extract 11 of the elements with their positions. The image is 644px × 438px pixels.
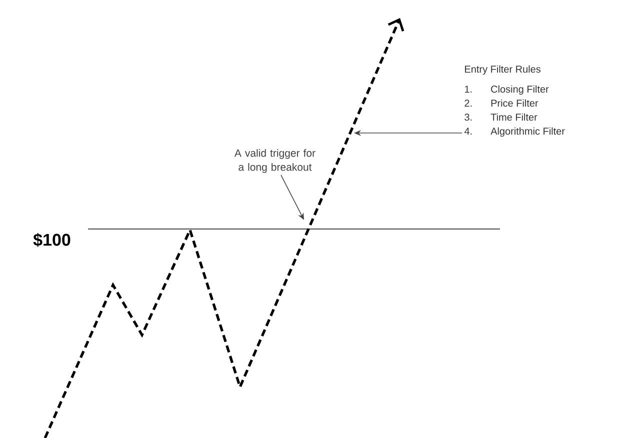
list-heading: Entry Filter Rules (465, 65, 541, 75)
callout-text: A valid trigger for a long breakout (234, 149, 316, 173)
price-level-label: $100 (33, 233, 70, 247)
list-item: Closing Filter (491, 85, 549, 95)
list-item: Price Filter (491, 99, 538, 107)
list-item: Algorithmic Filter (490, 127, 565, 137)
list-number: 2. (464, 100, 472, 107)
list-number: 3. (464, 114, 472, 121)
list-number: 1. (464, 86, 472, 93)
list-item: Time Filter (490, 113, 538, 121)
list-number: 4. (464, 128, 472, 135)
